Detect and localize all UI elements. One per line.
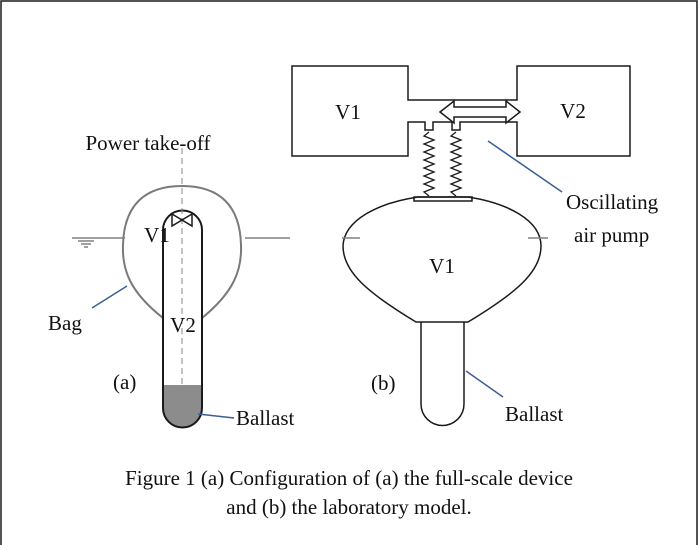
bellows-right <box>449 131 463 197</box>
leader-ballast-left <box>197 413 235 419</box>
label-ballast-right: Ballast <box>505 402 563 426</box>
leader-ballast-right <box>465 370 504 398</box>
label-v1-box: V1 <box>335 100 361 124</box>
label-b: (b) <box>371 371 396 395</box>
label-ballast-left: Ballast <box>236 406 294 430</box>
bellows-left <box>422 131 436 197</box>
lab-bag-outline <box>342 196 542 323</box>
water-level-symbol <box>78 240 94 248</box>
caption-line-1: Figure 1 (a) Configuration of (a) the fu… <box>125 466 573 490</box>
leader-bag <box>91 285 128 309</box>
label-bag: Bag <box>48 311 82 335</box>
ballast-fill-left <box>163 385 202 428</box>
valve-icon <box>171 212 193 228</box>
leader-oscillating <box>487 140 563 193</box>
label-a: (a) <box>113 370 136 394</box>
label-oscillating: Oscillating <box>566 190 659 214</box>
bag-outline <box>121 184 243 319</box>
label-air-pump: air pump <box>574 223 649 247</box>
tube-left <box>162 209 203 429</box>
chamber-outline <box>291 65 631 157</box>
label-v2-left: V2 <box>170 313 196 337</box>
caption-line-2: and (b) the laboratory model. <box>226 495 472 519</box>
label-v2-box: V2 <box>560 99 586 123</box>
label-power-take-off: Power take-off <box>86 131 211 155</box>
label-v1-right: V1 <box>429 254 455 278</box>
label-v1-left: V1 <box>144 223 170 247</box>
flow-arrow-icon <box>438 99 522 125</box>
tube-right <box>420 322 465 427</box>
